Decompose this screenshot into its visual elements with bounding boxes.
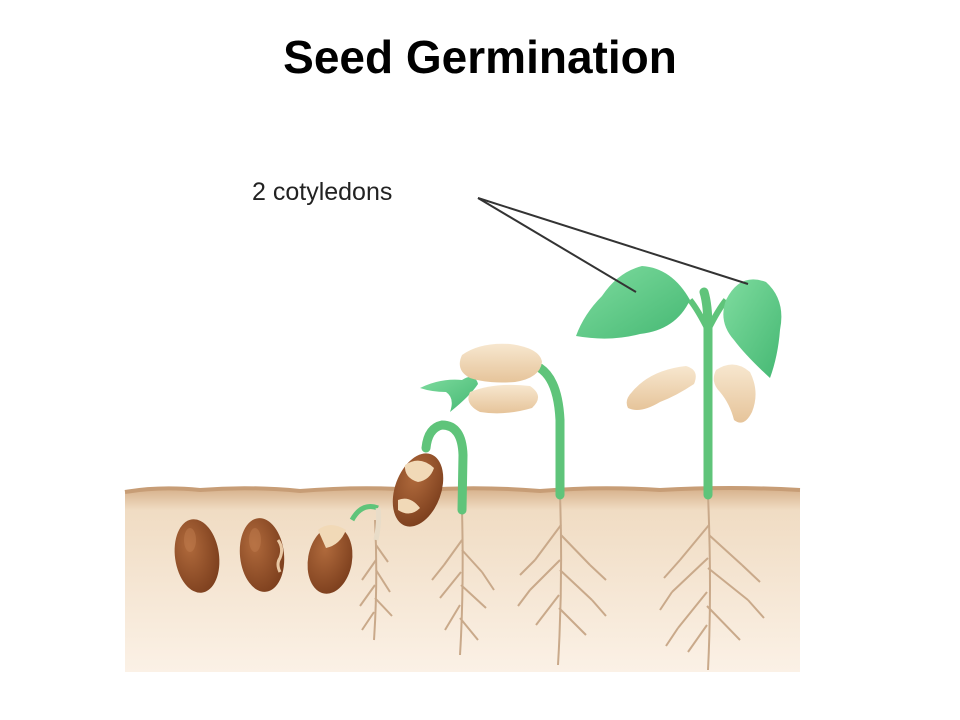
- seed-stage-6: [576, 266, 782, 671]
- page-title: Seed Germination: [283, 31, 677, 83]
- seed-stage-2: [239, 518, 285, 592]
- seed-stage-3: [307, 504, 393, 641]
- seed-stage-4: [392, 420, 495, 656]
- cotyledon-label: 2 cotyledons: [252, 178, 392, 206]
- seed-stage-5: [420, 343, 607, 666]
- seed-stage-1: [174, 519, 220, 593]
- cotyledon-callout: 2 cotyledons: [252, 178, 749, 293]
